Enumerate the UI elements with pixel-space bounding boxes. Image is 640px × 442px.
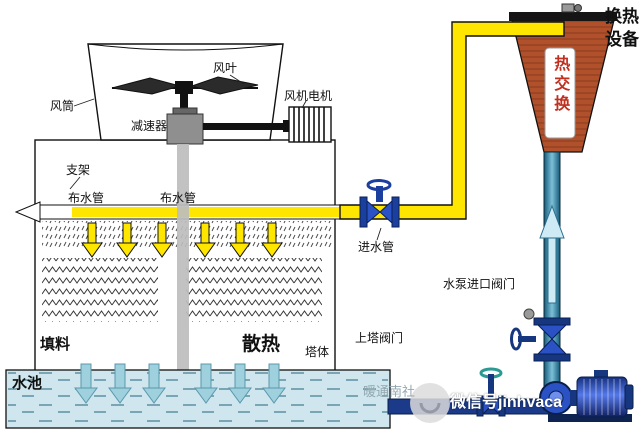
pool-arrows: [74, 363, 286, 404]
fill-material-label: 填料: [40, 336, 71, 353]
support-label: 支架: [66, 163, 91, 177]
heat-exchanger: [509, 3, 617, 153]
drive-bar: [203, 123, 289, 130]
water-pump: [539, 370, 634, 422]
heat-dissipation-label: 散热: [242, 334, 281, 355]
water-pool-label: 水池: [12, 375, 43, 392]
dist-pipe-label-right: 布水管: [160, 191, 197, 205]
drive-shaft: [177, 144, 189, 372]
spray-arrows: [81, 222, 283, 258]
fan-blades: [111, 76, 259, 118]
watermark-name: 暖通南社: [363, 384, 416, 399]
reducer-label: 减速器: [131, 119, 168, 133]
vent-fitting: [561, 3, 575, 13]
tower-body-label: 塔体: [305, 345, 330, 359]
upper-tower-valve-label: 上塔阀门: [355, 331, 404, 345]
fan-blade-label: 风叶: [213, 61, 238, 75]
riser-pipe: [539, 151, 565, 411]
reducer-box: [166, 107, 204, 145]
fan-motor-box: [283, 106, 332, 143]
heat-exchange-device-label: 换热 设备: [605, 7, 639, 49]
distribution-pipe: [14, 201, 341, 223]
hot-water-pipe: [339, 21, 565, 220]
watermark-logo: [410, 383, 450, 423]
inlet-valve: [359, 179, 400, 228]
pump-inlet-valve-label: 水泵进口阀门: [443, 277, 516, 291]
riser-valve: [510, 308, 571, 362]
fill-block-right: [186, 258, 322, 322]
inlet-pipe-label: 进水管: [358, 240, 395, 254]
dist-pipe-label-left: 布水管: [68, 191, 105, 205]
suction-valve: [476, 367, 506, 417]
water-pool: [5, 369, 391, 429]
heat-exchange-label-box: [544, 47, 576, 139]
heat-exchange-label: 热交换: [551, 55, 569, 115]
fan-duct-label: 风筒: [50, 99, 75, 113]
fill-block-left: [42, 258, 158, 322]
fan-motor-label: 风机电机: [284, 89, 333, 103]
watermark-wechat: 微信号jinhvaca: [450, 394, 563, 411]
